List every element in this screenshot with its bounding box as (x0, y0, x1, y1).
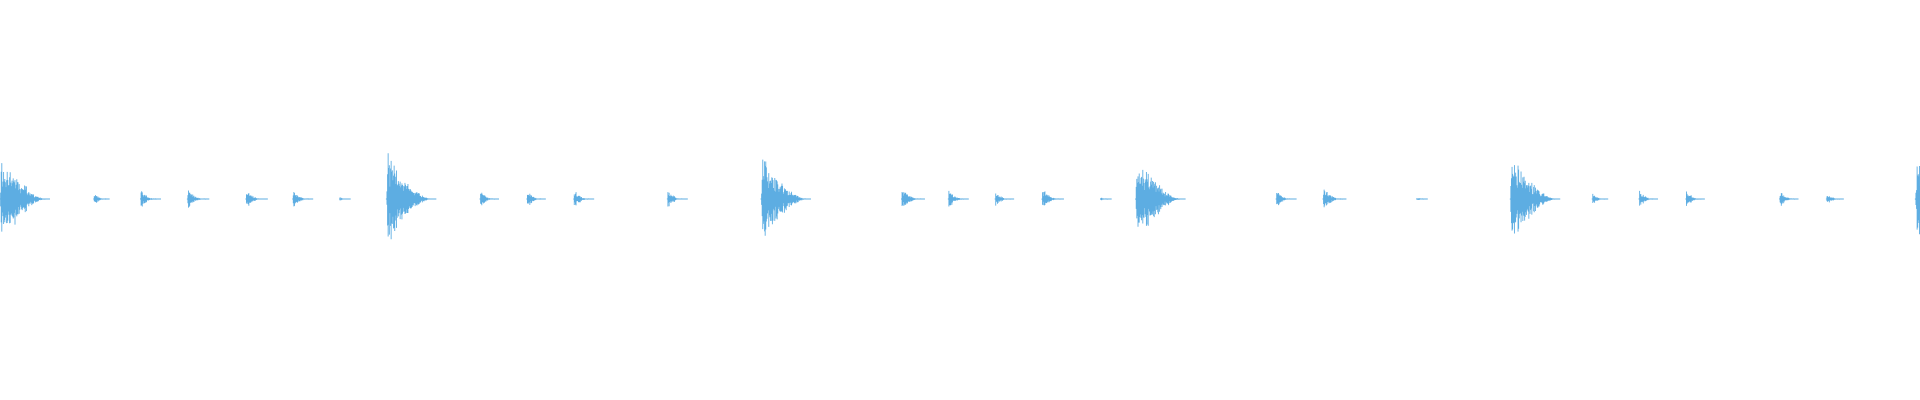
waveform-hit-shape (760, 159, 811, 236)
waveform-hit-small (140, 191, 161, 207)
waveform-hit-large (760, 159, 811, 236)
waveform-hit-small (186, 190, 210, 208)
waveform-hit-shape (186, 190, 210, 208)
waveform-hit-shape (1685, 191, 1705, 206)
waveform-hit-shape (1100, 197, 1112, 201)
waveform-hit-shape (1509, 165, 1561, 234)
waveform-hit-shape (994, 193, 1015, 206)
waveform-hit-small (1322, 189, 1347, 208)
waveform-hit-small (245, 193, 268, 206)
waveform-hit-shape (901, 192, 925, 206)
waveform-hit-shape (1779, 193, 1799, 206)
waveform-hit-small (666, 192, 688, 207)
waveform-hit-small (947, 190, 969, 207)
waveform-hit-shape (947, 190, 969, 207)
waveform-hit-small (1275, 193, 1297, 206)
waveform-hit-large (385, 153, 437, 240)
waveform-hit-shape (1638, 190, 1659, 206)
waveform-hit-large (1509, 165, 1561, 234)
waveform-hit-shape (385, 153, 437, 240)
waveform-hit-shape (479, 192, 499, 206)
waveform-hit-shape (1041, 191, 1064, 206)
waveform-hit-shape (0, 163, 50, 232)
waveform-hit-shape (526, 193, 546, 205)
waveform-events (0, 153, 1920, 240)
waveform-hit-small (1416, 198, 1428, 200)
waveform-hit-large (0, 163, 50, 232)
waveform-hit-shape (1275, 193, 1297, 206)
waveform-hit-small (1779, 193, 1799, 206)
waveform-hit-shape (1591, 193, 1609, 204)
waveform-hit-small (1041, 191, 1064, 206)
waveform-hit-small (479, 192, 499, 206)
waveform-hit-small (901, 192, 925, 206)
waveform-hit-small (93, 195, 110, 203)
waveform-hit-shape (93, 195, 110, 203)
waveform-hit-small (994, 193, 1015, 206)
waveform-hit-shape (1416, 198, 1428, 200)
waveform-hit-small (1825, 196, 1844, 203)
waveform-hit-shape (140, 191, 161, 207)
waveform-hit-shape (292, 191, 314, 207)
waveform-hit-small (1638, 190, 1659, 206)
waveform-hit-shape (1322, 189, 1347, 208)
waveform-hit-shape (666, 192, 688, 207)
waveform-hit-small (1591, 193, 1609, 204)
waveform-hit-large (1914, 165, 1920, 235)
waveform-hit-shape (1135, 169, 1186, 227)
waveform-hit-shape (573, 192, 595, 206)
waveform-hit-shape (1825, 196, 1844, 203)
waveform-hit-shape (245, 193, 268, 206)
waveform-hit-small (292, 191, 314, 207)
waveform-hit-small (339, 197, 351, 201)
waveform-hit-small (1100, 197, 1112, 201)
waveform-hit-small (1685, 191, 1705, 206)
waveform-hit-shape (1914, 165, 1920, 235)
waveform-hit-small (573, 192, 595, 206)
waveform-hit-large (1135, 169, 1186, 227)
waveform-hit-small (526, 193, 546, 205)
waveform-hit-shape (339, 197, 351, 201)
